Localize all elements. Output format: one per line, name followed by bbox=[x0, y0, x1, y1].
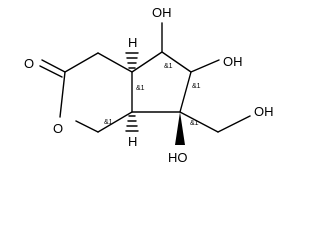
bond-c4-c5 bbox=[161, 51, 192, 73]
bond-c7a-c1 bbox=[97, 111, 133, 133]
atom-ho-bottom: HO bbox=[168, 150, 188, 165]
structure-canvas: O O OH OH OH HO H H &1 &1 &1 &1 &1 bbox=[24, 5, 274, 165]
atom-oh-top-left: OH bbox=[152, 5, 172, 20]
bond-c5-oh bbox=[190, 59, 220, 73]
bond-c1-oring bbox=[75, 120, 99, 133]
hash-c7a-h bbox=[125, 115, 139, 132]
stereo-c7a: &1 bbox=[104, 119, 113, 126]
bond-c2-o-carbonyl bbox=[41, 59, 66, 73]
bond-c2-o-carbonyl-2 bbox=[39, 65, 63, 78]
wedge-c6-ho bbox=[175, 112, 185, 145]
stereo-c6: &1 bbox=[190, 120, 199, 127]
stereo-c4: &1 bbox=[164, 63, 173, 70]
stereo-c5: &1 bbox=[192, 83, 201, 90]
bond-c5-c6 bbox=[179, 71, 192, 113]
atom-oh-right: OH bbox=[254, 104, 274, 119]
bond-c2-c3 bbox=[64, 52, 99, 73]
bond-oring-c2 bbox=[59, 71, 66, 118]
bond-c3a-c4 bbox=[131, 51, 163, 73]
atom-o-carbonyl: O bbox=[24, 56, 34, 71]
hash-c3a-h bbox=[125, 52, 139, 69]
bond-c6-ch2 bbox=[179, 111, 219, 133]
stereo-c3a: &1 bbox=[136, 85, 145, 92]
atom-o-ring: O bbox=[53, 121, 63, 136]
bond-c3-c3a bbox=[97, 52, 133, 73]
bond-ch2-oh bbox=[217, 115, 251, 133]
atom-oh-top-right: OH bbox=[223, 54, 243, 69]
atom-h-bottom: H bbox=[128, 134, 137, 149]
atom-h-top: H bbox=[128, 35, 137, 50]
